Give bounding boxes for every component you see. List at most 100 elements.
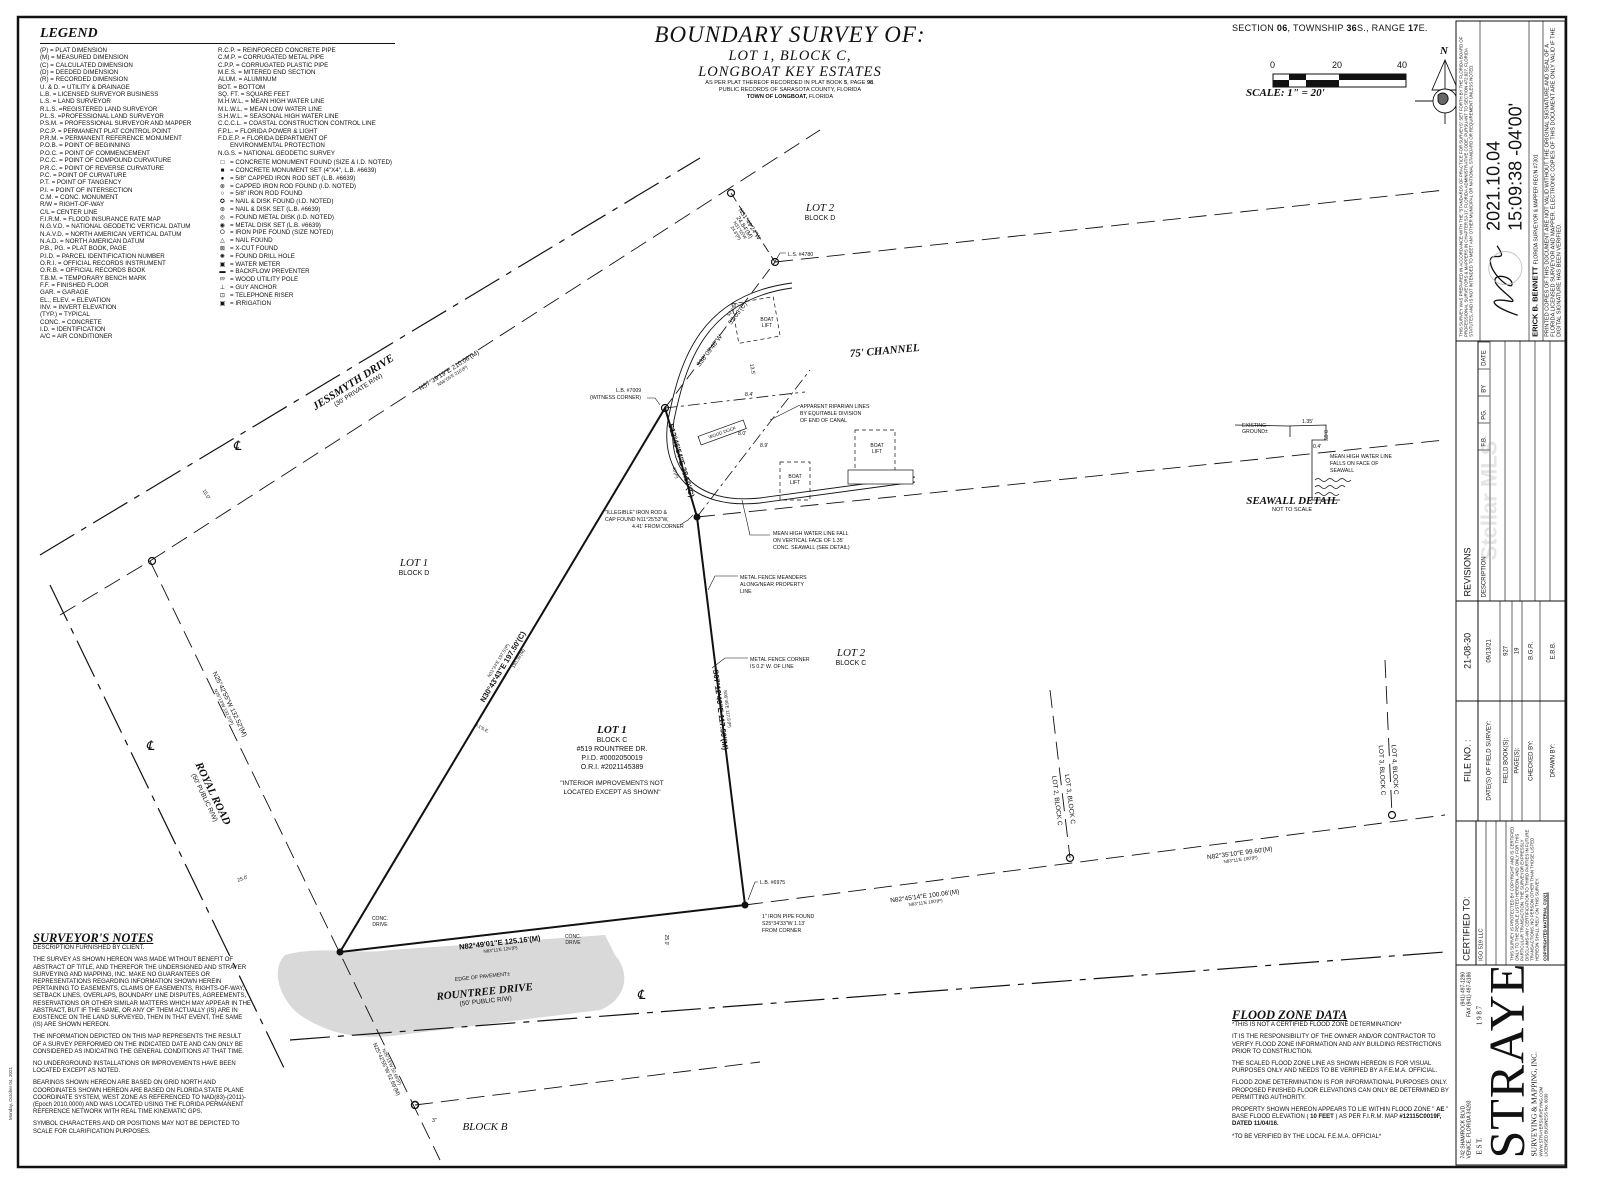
royal-east-row-line — [149, 560, 441, 1161]
lot2-lot3-line — [1049, 689, 1071, 859]
riparian-line-2 — [664, 391, 806, 409]
public-records: PUBLIC RECORDS OF SARASOTA COUNTY, FLORI… — [718, 87, 862, 93]
flood-note-2: IT IS THE RESPONSIBILITY OF THE OWNER AN… — [1232, 1034, 1442, 1055]
legend-symbol-icon: ◎ — [219, 213, 226, 221]
dim-8-0: 8.0' — [738, 431, 746, 437]
legend-item: P.T. = POINT OF TANGENCY — [40, 179, 122, 187]
rountree-centerline — [289, 951, 1446, 1041]
legend-item: ENVIRONMENTAL PROTECTION — [230, 142, 325, 150]
mhwl-note-3: CONC. SEAWALL (SEE DETAIL) — [773, 545, 850, 551]
legend-item: P.O.B. = POINT OF BEGINNING — [40, 142, 131, 150]
edge-of-pavement: EDGE OF PAVEMENT± — [455, 971, 511, 983]
boat-lift-2-label: BOAT — [788, 474, 801, 480]
lot1-note-1: "INTERIOR IMPROVEMENTS NOT — [560, 780, 663, 787]
legend-item: (TYP.) = TYPICAL — [40, 311, 90, 319]
legend-item: R/W = RIGHT-OF-WAY — [40, 201, 105, 209]
surveyor-note: BEARINGS SHOWN HEREON ARE BASED ON GRID … — [33, 1080, 246, 1116]
town-line: TOWN OF LONGBOAT, FLORIDA — [600, 94, 980, 101]
rountree-offset: 25.0' — [663, 935, 669, 946]
flood-zone-text-c: ) AS PER F.I.R.M. MAP — [1333, 1114, 1400, 1121]
fence-offset: 0.1'S.E. — [474, 722, 490, 734]
section-text: SECTION — [1232, 23, 1277, 33]
north-arrow-icon: N — [1415, 45, 1475, 124]
legend-item: P.B., PG. = PLAT BOOK, PAGE — [40, 245, 127, 253]
legend-item: C.M.P. = CORRUGATED METAL PIPE — [218, 54, 325, 62]
boat-lift-3-label2: LIFT — [872, 449, 882, 455]
legend-symbol-text: = IRRIGATION — [230, 299, 271, 307]
range-text: S., RANGE — [1356, 23, 1408, 33]
lot1-block-c-label: LOT 1 — [596, 724, 627, 736]
legend-symbol-icon: ✺ — [219, 252, 226, 260]
legend-item: C.P.P. = CORRUGATED PLASTIC PIPE — [218, 61, 329, 69]
lot1-block-d-block: BLOCK D — [399, 570, 430, 577]
sheet-border — [16, 15, 1568, 1169]
legend-symbol-text: = 5/8" IRON ROD FOUND — [230, 190, 303, 198]
legend-symbol-item: ⊠= X-CUT FOUND — [218, 245, 392, 253]
fence-note-3: LINE — [740, 589, 752, 595]
seawall-title: SEAWALL DETAIL — [1246, 495, 1338, 507]
lot2c-north-line — [696, 439, 1446, 518]
legend-symbol-icon: ● — [220, 174, 225, 182]
legend-symbol-item: ⊗= CAPPED IRON ROD FOUND (I.D. NOTED) — [218, 183, 392, 191]
legend-symbol-text: = CONCRETE MONUMENT FOUND (SIZE & I.D. N… — [230, 159, 392, 167]
legend-item: N.G.S. = NATIONAL GEODETIC SURVEY — [218, 149, 335, 157]
company-website[interactable]: WWW.STRAYERSURVEYING.COM — [1538, 1086, 1543, 1156]
lot2d-marker — [726, 188, 736, 198]
lot1-pid: P.I.D. #0002050019 — [581, 755, 642, 762]
lot2-block-c-label: LOT 2 — [836, 647, 866, 659]
seawall-step: 0.4' — [1313, 444, 1321, 450]
legend-symbol-item: ▣= WATER METER — [218, 261, 392, 269]
legend-symbol-item: ◎= FOUND METAL DISK (I.D. NOTED) — [218, 214, 392, 222]
legend-item: M.H.W.L. = MEAN HIGH WATER LINE — [218, 98, 325, 106]
legend-item: L.S. = LAND SURVEYOR — [40, 98, 111, 106]
legend-item: S.H.W.L. = SEASONAL HIGH WATER LINE — [218, 113, 339, 121]
section-township-range: SECTION 06, TOWNSHIP 36S., RANGE 17E. — [1232, 23, 1428, 33]
flood-note-1: *THIS IS NOT A CERTIFIED FLOOD ZONE DETE… — [1232, 1022, 1402, 1029]
legend-item: P.L.S. =PROFESSIONAL LAND SURVEYOR — [40, 113, 164, 121]
boat-lift-2 — [779, 461, 811, 501]
iron-pipe-note-2: S25°34'33"W 1.13' — [762, 921, 805, 927]
surveyor-notes: SURVEYOR'S NOTES DESCRIPTION FURNISHED B… — [33, 932, 251, 1141]
lb6975-label: L.B. #6975 — [760, 880, 785, 886]
legend-symbol-item: ⭘= IRON PIPE FOUND (SIZE NOTED) — [218, 229, 392, 237]
iron-pipe-note-1: 1" IRON PIPE FOUND — [762, 914, 815, 920]
legend-item: P.C.P. = PERMANENT PLAT CONTROL POINT — [40, 127, 172, 135]
surveyor-name: ERICK B. BENNETT — [1530, 266, 1539, 337]
legend-item: (P) = PLAT DIMENSION — [40, 47, 107, 54]
flood-zone-text-a: PROPERTY SHOWN HEREON APPEARS TO LIE WIT… — [1232, 1107, 1437, 1114]
legend-item: CONC. = CONCRETE — [40, 318, 102, 326]
jessmyth-bearing-m: N57°39'19"E 210.06'(M) — [417, 348, 480, 392]
riparian-note-1: APPARENT RIPARIAN LINES — [800, 404, 870, 410]
plat-page: 98 — [866, 80, 874, 86]
lot1-block-c-block: BLOCK C — [597, 737, 628, 744]
field-value: 09/13/21 — [1478, 600, 1500, 700]
legend-symbol-icon: ◉ — [219, 221, 226, 229]
surveyor-note: THE SURVEY AS SHOWN HEREON WAS MADE WITH… — [33, 957, 251, 1029]
legend-symbol-icon: ᵖᵖ — [220, 276, 225, 284]
south-line-bearing-p: N83°11'E 125'(P) — [483, 945, 518, 954]
legend-symbol-text: = WOOD UTILITY POLE — [230, 276, 299, 284]
rountree-cl-symbol: ℄ — [637, 987, 646, 1002]
base-flood-elevation: 10 FEET — [1310, 1114, 1334, 1121]
watermark: Stellar MLS — [1476, 440, 1501, 560]
township-text: , TOWNSHIP — [1287, 23, 1347, 33]
flood-zone-text-b: " BASE FLOOD ELEVATION ( — [1232, 1107, 1449, 1121]
lot1-block-d-label: LOT 1 — [399, 557, 428, 569]
legend-symbol-text: = NAIL & DISK SET (L.B. #6639) — [230, 205, 321, 213]
legend-item: R.C.P. = REINFORCED CONCRETE PIPE — [218, 47, 336, 54]
field-label: DRAWN BY: — [1540, 700, 1564, 820]
legend-symbol-item: ⊡= TELEPHONE RISER — [218, 292, 392, 300]
certified-heading: CERTIFIED TO: — [1456, 820, 1476, 965]
field-label: CHECKED BY: — [1522, 700, 1540, 820]
legend-item: ALUM. = ALUMINUM — [218, 76, 277, 84]
flood-note-6: *TO BE VERIFIED BY THE LOCAL F.E.M.A. OF… — [1232, 1133, 1382, 1140]
legend-item: N.A.D. = NORTH AMERICAN DATUM — [40, 237, 145, 245]
legend-item: I.D. = IDENTIFICATION — [40, 326, 106, 334]
signature-icon — [1487, 245, 1522, 316]
surveyor-notes-body: DESCRIPTION FURNISHED BY CLIENT.THE SURV… — [33, 945, 251, 1136]
copyright-notice: THIS SURVEY IS PROTECTED BY COPYRIGHT AN… — [1509, 826, 1539, 961]
block-b-line — [414, 1061, 761, 1106]
